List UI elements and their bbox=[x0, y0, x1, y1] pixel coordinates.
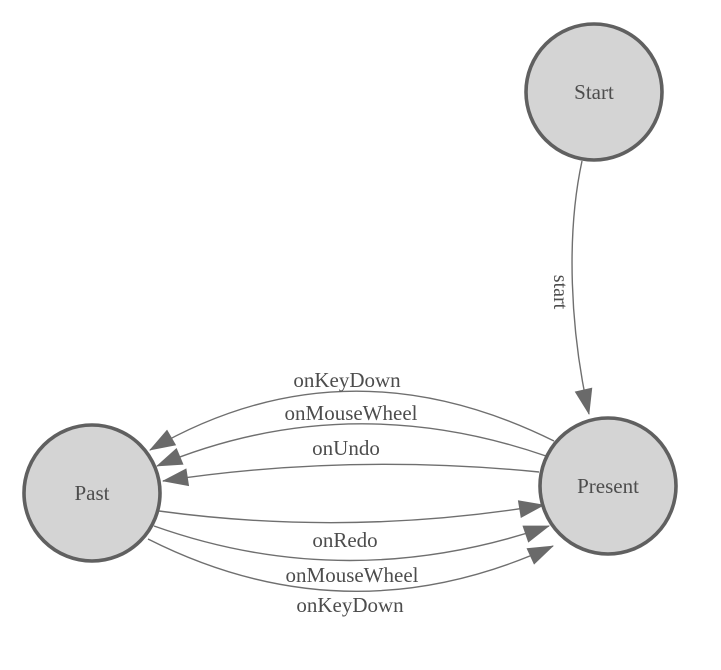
state-node-start: Start bbox=[524, 22, 664, 162]
edge-label-onredo: onRedo bbox=[312, 528, 377, 552]
edge-start-to-present: start bbox=[549, 160, 593, 415]
edge-present-to-past-onundo: onUndo bbox=[162, 436, 540, 487]
state-node-past: Past bbox=[22, 423, 162, 563]
edge-label-start: start bbox=[549, 275, 571, 310]
edge-line-onredo bbox=[158, 500, 545, 524]
state-label-present: Present bbox=[577, 474, 639, 498]
edge-past-to-present-onkeydown: onKeyDown bbox=[147, 538, 554, 617]
state-circle-present bbox=[538, 416, 678, 556]
edge-label-onmousewheel-bottom: onMouseWheel bbox=[286, 563, 419, 587]
edge-label-onkeydown-bottom: onKeyDown bbox=[296, 593, 404, 617]
edge-label-onundo: onUndo bbox=[312, 436, 380, 460]
edge-present-to-past-onkeydown: onKeyDown bbox=[149, 368, 555, 451]
edge-line-onmousewheel-top bbox=[156, 423, 547, 467]
edge-past-to-present-onmousewheel: onMouseWheel bbox=[153, 525, 550, 587]
state-circle-past bbox=[22, 423, 162, 563]
edge-line-onkeydown-bottom bbox=[147, 538, 554, 593]
edge-line-start bbox=[571, 160, 593, 415]
edge-label-onkeydown-top: onKeyDown bbox=[293, 368, 401, 392]
edge-line-onmousewheel-bottom bbox=[153, 525, 550, 562]
edge-present-to-past-onmousewheel: onMouseWheel bbox=[156, 401, 547, 467]
state-circle-start bbox=[524, 22, 664, 162]
edge-past-to-present-onredo: onRedo bbox=[158, 500, 545, 552]
state-node-present: Present bbox=[538, 416, 678, 556]
state-label-start: Start bbox=[574, 80, 614, 104]
state-label-past: Past bbox=[74, 481, 109, 505]
edge-label-onmousewheel-top: onMouseWheel bbox=[285, 401, 418, 425]
edge-line-onkeydown-top bbox=[149, 390, 555, 451]
edge-line-onundo bbox=[162, 463, 540, 487]
